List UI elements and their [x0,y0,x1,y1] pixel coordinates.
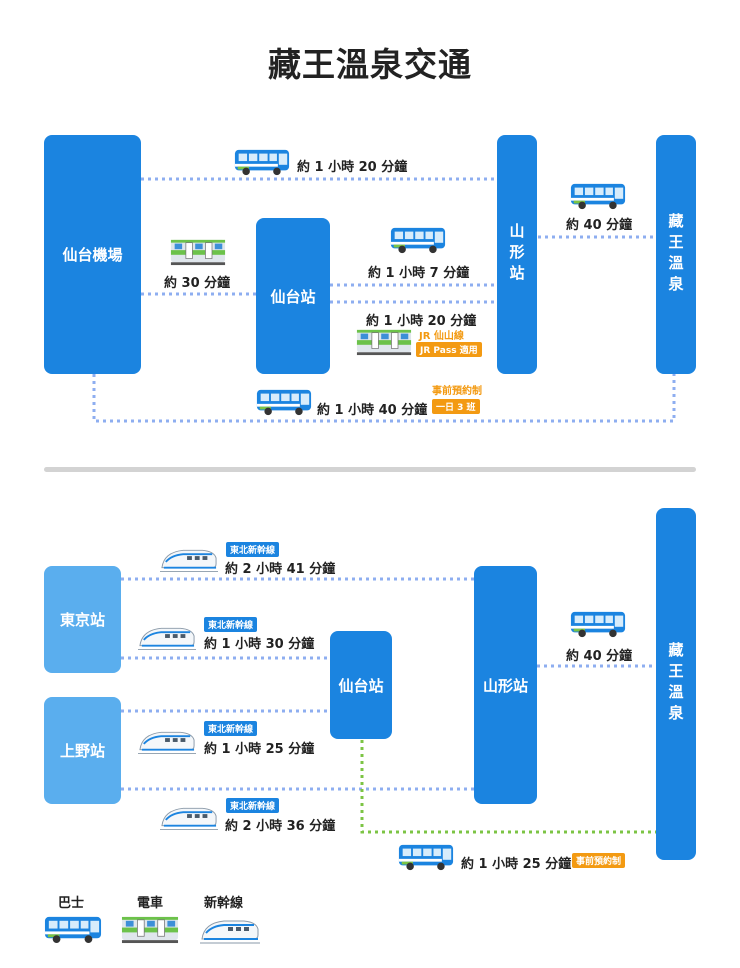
label-airport-yamagata: 約 1 小時 20 分鐘 [297,160,408,175]
station-yamagata-2: 山形站 [474,566,537,804]
shinkansen-badge: 東北新幹線 [204,617,258,632]
station-sendai-2: 仙台站 [330,631,392,739]
label-sendai-yamagata-train: 約 1 小時 20 分鐘 [366,314,477,329]
bus-icon [256,388,312,416]
shinkansen-icon [200,915,260,945]
label-tokyo-yamagata: 約 2 小時 41 分鐘 [225,562,336,577]
station-sendai: 仙台站 [256,218,330,374]
train-icon [356,328,412,356]
legend-bus-label: 巴士 [58,896,85,911]
label-ueno-yamagata: 約 2 小時 36 分鐘 [225,819,336,834]
station-zao-onsen-2: 藏王溫泉 [656,508,696,860]
jr-pass-badge: JR Pass 適用 [416,342,482,357]
section-divider [44,467,696,472]
shinkansen-badge: 東北新幹線 [226,542,280,557]
bus-icon [234,148,290,176]
label-ueno-sendai: 約 1 小時 25 分鐘 [204,742,315,757]
station-ueno: 上野站 [44,697,121,804]
station-tokyo: 東京站 [44,566,121,673]
label-sendai-yamagata-bus: 約 1 小時 7 分鐘 [368,266,470,281]
page-title: 藏王溫泉交通 [268,45,472,84]
jr-line-label: JR 仙山線 [419,331,464,342]
shinkansen-icon [138,622,196,652]
shinkansen-icon [138,726,196,756]
label-airport-zao: 約 1 小時 40 分鐘 [317,403,428,418]
station-sendai-airport: 仙台機場 [44,135,141,374]
legend-train-label: 電車 [137,896,164,911]
bus-icon [44,915,102,944]
label-yamagata-zao: 約 40 分鐘 [566,218,633,233]
train-icon [170,238,226,266]
shinkansen-badge: 東北新幹線 [226,798,280,813]
station-zao-onsen: 藏王溫泉 [656,135,696,374]
legend-shinkansen-label: 新幹線 [204,896,244,911]
daily-badge: 一日 3 班 [432,399,480,414]
label-sendai-zao: 約 1 小時 25 分鐘 [461,857,572,872]
shinkansen-icon [160,544,218,574]
reservation-label: 事前預約制 [432,386,482,397]
route-sendai-zao [360,740,656,834]
train-icon [121,915,179,944]
route-airport-zao [92,374,676,423]
bus-icon [570,182,626,210]
label-airport-sendai: 約 30 分鐘 [164,276,231,291]
label-yamagata-zao-2: 約 40 分鐘 [566,649,633,664]
label-tokyo-sendai: 約 1 小時 30 分鐘 [204,637,315,652]
bus-icon [398,843,454,871]
bus-icon [390,226,446,254]
reservation-badge: 事前預約制 [572,853,626,868]
shinkansen-icon [160,802,218,832]
shinkansen-badge: 東北新幹線 [204,721,258,736]
station-yamagata: 山形站 [497,135,537,374]
bus-icon [570,610,626,638]
